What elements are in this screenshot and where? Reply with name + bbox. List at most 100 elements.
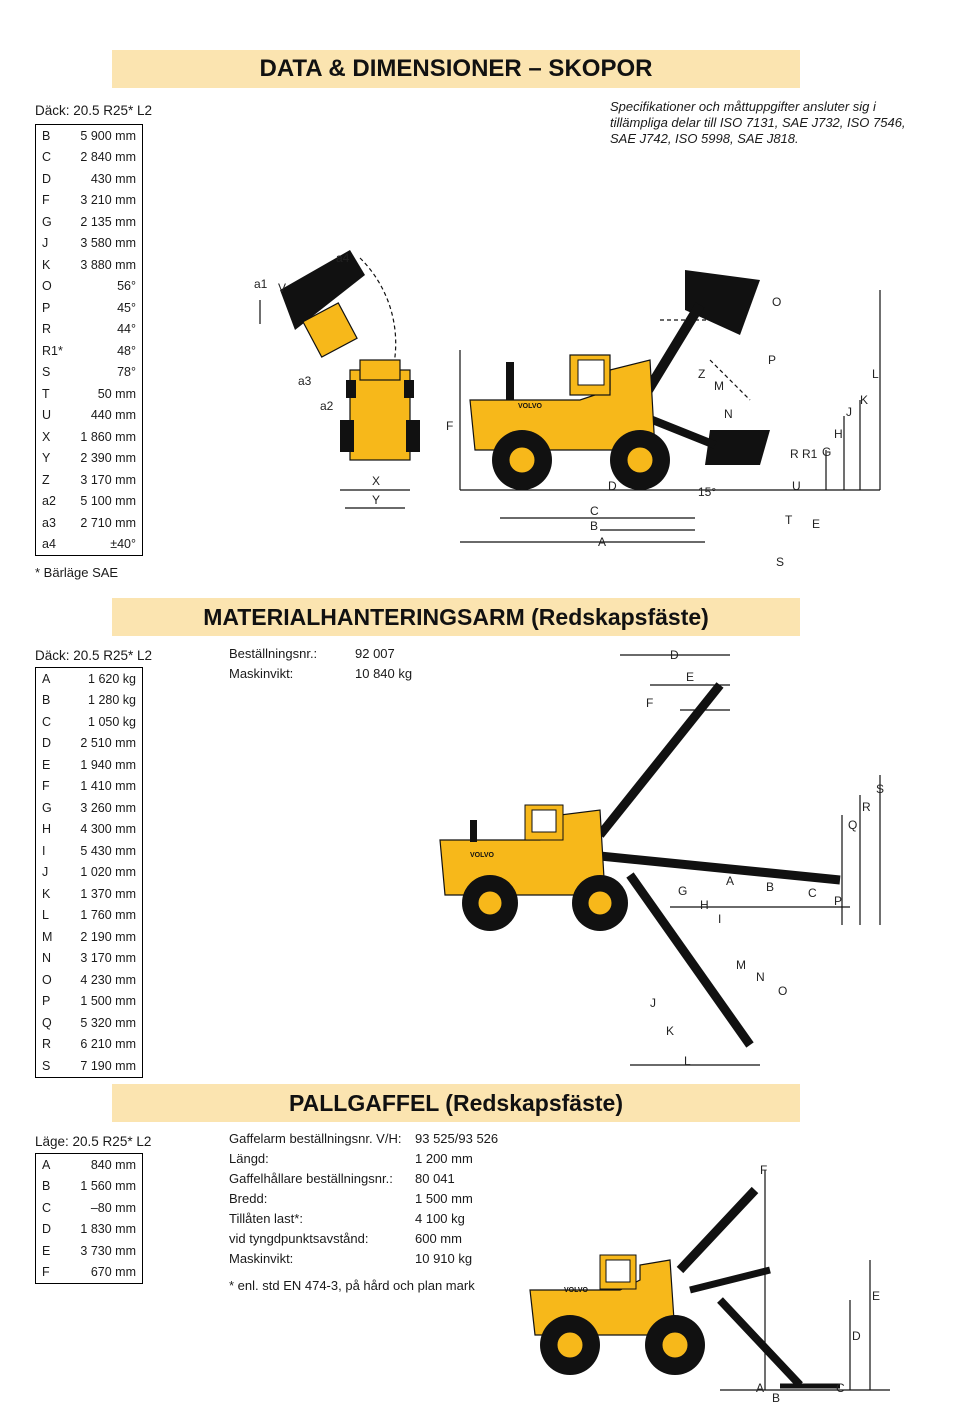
spec-value: 3 210 mm bbox=[80, 193, 136, 208]
spec-value: 3 260 mm bbox=[80, 800, 136, 815]
spec-key: O bbox=[42, 279, 52, 294]
dim-arm-f: F bbox=[646, 696, 653, 710]
spec-value: 7 190 mm bbox=[80, 1058, 136, 1073]
dim-fork-a: A bbox=[756, 1381, 764, 1395]
dim-side1-n: N bbox=[724, 407, 733, 421]
spec-value: 3 170 mm bbox=[80, 951, 136, 966]
dim-side1-u: U bbox=[792, 479, 801, 493]
spec-key: G bbox=[42, 800, 52, 815]
dim-label-v: V bbox=[278, 281, 286, 295]
spec-value: 2 190 mm bbox=[80, 929, 136, 944]
spec-value: 5 900 mm bbox=[80, 128, 136, 143]
dim-side1-r: R bbox=[790, 447, 799, 461]
dim-side1-e: E bbox=[812, 517, 820, 531]
dim-arm-a: A bbox=[726, 874, 734, 888]
spec-key: X bbox=[42, 429, 51, 444]
spec-key: R bbox=[42, 322, 52, 337]
dim-side1-f: F bbox=[446, 419, 453, 433]
dim-side1-z: Z bbox=[698, 367, 705, 381]
spec-value: 440 mm bbox=[90, 408, 136, 423]
spec-key: C bbox=[42, 150, 52, 165]
dim-arm-o: O bbox=[778, 984, 787, 998]
spec-key: P bbox=[42, 994, 51, 1009]
spec-value: 2 390 mm bbox=[80, 451, 136, 466]
fork-info-value: 1 200 mm bbox=[415, 1151, 473, 1166]
fork-info-label: Bredd: bbox=[229, 1191, 268, 1206]
arm-weight-value: 10 840 kg bbox=[355, 666, 413, 681]
dim-label-x: X bbox=[372, 474, 380, 488]
spec-value: 2 710 mm bbox=[80, 515, 136, 530]
dim-fork-f: F bbox=[760, 1163, 767, 1177]
spec-row: R1*48° bbox=[36, 340, 143, 362]
dim-side1-t: T bbox=[785, 513, 793, 527]
spec-value: 1 760 mm bbox=[80, 908, 136, 923]
dim-side1-c: C bbox=[590, 504, 599, 518]
spec-key: A bbox=[42, 1157, 51, 1172]
spec-value: –80 mm bbox=[90, 1200, 136, 1215]
fork-info-label: Gaffelarm beställningsnr. V/H: bbox=[229, 1131, 402, 1146]
arm-weight-label: Maskinvikt: bbox=[229, 666, 294, 681]
spec-key: G bbox=[42, 214, 52, 229]
spec-value: 3 580 mm bbox=[80, 236, 136, 251]
dim-arm-j: J bbox=[650, 996, 656, 1010]
spec-value: 430 mm bbox=[90, 171, 136, 186]
fork-info-label: Maskinvikt: bbox=[229, 1251, 294, 1266]
spec-value: 5 320 mm bbox=[80, 1015, 136, 1030]
spec-key: S bbox=[42, 365, 51, 380]
dim-arm-p: P bbox=[834, 894, 842, 908]
fork-info-value: 93 525/93 526 bbox=[415, 1131, 499, 1146]
section-title-pallet-fork: PALLGAFFEL (Redskapsfäste) bbox=[112, 1084, 800, 1122]
spec-key: F bbox=[42, 779, 50, 794]
section-title-buckets: DATA & DIMENSIONER – SKOPOR bbox=[112, 50, 800, 88]
dim-side1-r1: R1 bbox=[802, 447, 818, 461]
spec-key: F bbox=[42, 193, 50, 208]
dim-label-a4: a4 bbox=[336, 251, 350, 265]
spec-value: ±40° bbox=[110, 537, 136, 552]
dim-arm-e: E bbox=[686, 670, 694, 684]
spec-value: 1 620 kg bbox=[88, 671, 136, 686]
spec-key: A bbox=[42, 671, 51, 686]
spec-row: C–80 mm bbox=[36, 1197, 143, 1219]
arm-order-label: Beställningsnr.: bbox=[229, 646, 318, 661]
spec-value: 1 020 mm bbox=[80, 865, 136, 880]
fork-info: Gaffelarm beställningsnr. V/H: 93 525/93 … bbox=[229, 1131, 529, 1271]
spec-value: 56° bbox=[117, 279, 136, 294]
spec-value: 1 050 kg bbox=[88, 714, 136, 729]
fork-info-row: Bredd:1 500 mm bbox=[229, 1191, 529, 1211]
spec-value: 6 210 mm bbox=[80, 1037, 136, 1052]
dim-arm-c: C bbox=[808, 886, 817, 900]
spec-standards-note: Specifikationer och måttuppgifter anslut… bbox=[610, 99, 906, 146]
spec-key: a4 bbox=[42, 537, 56, 552]
dim-arm-g: G bbox=[678, 884, 687, 898]
dim-fork-e: E bbox=[872, 1289, 880, 1303]
spec-value: 1 830 mm bbox=[80, 1222, 136, 1237]
dim-side1-h: H bbox=[834, 427, 843, 441]
fork-info-row: Längd:1 200 mm bbox=[229, 1151, 529, 1171]
dim-side1-o: O bbox=[772, 295, 781, 309]
spec-row: O 56° bbox=[36, 276, 143, 298]
arm-info: Beställningsnr.:92 007 Maskinvikt:10 840… bbox=[229, 646, 449, 686]
bucket-side-view-diagram: VOLVO F D C B A 15° Z M N O P R R1 G U T… bbox=[446, 270, 881, 569]
dim-side1-l: L bbox=[872, 367, 879, 381]
dim-arm-r: R bbox=[862, 800, 871, 814]
spec-value: 1 860 mm bbox=[80, 429, 136, 444]
spec-value: 1 560 mm bbox=[80, 1179, 136, 1194]
dim-side1-g: G bbox=[822, 445, 831, 459]
spec-value: 2 510 mm bbox=[80, 736, 136, 751]
